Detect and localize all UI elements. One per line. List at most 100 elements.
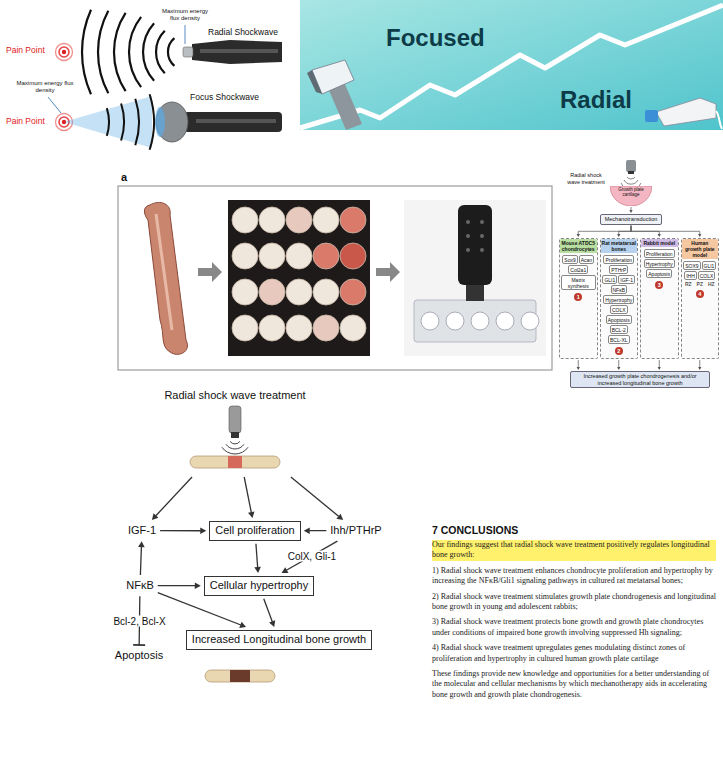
photo-panel — [118, 186, 552, 370]
node-text: Hypertrophy — [646, 261, 673, 267]
connector — [256, 544, 258, 568]
gene-box: SOX9 — [683, 261, 700, 270]
connector — [160, 530, 201, 531]
paragraph: These findings provide new knowledge and… — [432, 669, 716, 700]
node-text: Ihh/PTHrP — [330, 524, 381, 537]
connector — [578, 360, 579, 368]
section-heading: 7 CONCLUSIONS — [432, 524, 716, 536]
arrow-head — [282, 567, 289, 573]
arrow-head — [239, 622, 246, 628]
gene-box: BCL-XL — [608, 335, 630, 344]
pie-outline — [610, 186, 652, 206]
column-header: Mouse ATDC5 chondrocytes — [560, 239, 597, 253]
paragraph: 4) Radial shock wave treatment upregulat… — [432, 643, 716, 664]
connector — [264, 599, 273, 622]
signal-label: IGF-1 — [127, 523, 157, 538]
gene-box: Proliferation — [644, 249, 675, 258]
gene-box: IGF-1 — [618, 275, 635, 284]
callout-number: 4 — [696, 290, 704, 298]
node-text: NFκB — [613, 287, 626, 293]
connector — [631, 226, 659, 235]
model-column: Human growth plate modelSOX9GLI1IHHCOLXR… — [681, 238, 720, 359]
arrow-head — [200, 527, 206, 534]
connector — [659, 360, 660, 368]
gene-box: Acan — [579, 255, 594, 264]
node-text: Apoptosis — [648, 271, 670, 277]
gene-box: Apoptosis — [606, 315, 632, 324]
callout-text: Maximum energy flux density — [16, 80, 74, 94]
connector — [291, 477, 339, 517]
bone-icon — [190, 456, 280, 468]
node-text: IGF-1 — [128, 524, 156, 537]
connector — [244, 477, 251, 513]
gene-box: PTHrP — [609, 265, 628, 274]
signal-label: NFκB — [125, 578, 155, 593]
arrow-head — [577, 367, 580, 370]
treatment-heading: Radial shock wave treatment — [153, 388, 317, 474]
connector — [156, 477, 192, 516]
device-over-wellplate-photo — [404, 200, 546, 356]
connector — [618, 360, 619, 368]
arrow-head — [698, 234, 701, 237]
conclusions-text: 7 CONCLUSIONSOur findings suggest that r… — [432, 524, 716, 705]
zone-label: PZ — [695, 281, 705, 287]
panel-title: Radial — [560, 86, 632, 114]
connector — [309, 530, 326, 531]
connector — [158, 585, 196, 586]
node-text: SOX9 — [685, 263, 698, 269]
node-text: GLI1 — [704, 263, 715, 269]
device-label: Radial Shockwave — [208, 28, 278, 38]
bone-photo — [144, 202, 187, 354]
node-text: Col2a1 — [570, 267, 586, 273]
outcome-box: Increased growth plate chondrogenesis an… — [570, 371, 710, 388]
callout-number: 1 — [574, 293, 582, 301]
column-header: Rabbit model — [641, 239, 678, 247]
treatment-label: Radial shock wave treatment — [566, 171, 606, 186]
node-text: Matrix synthesis — [563, 277, 594, 289]
arrow-head — [658, 367, 661, 370]
callout-number: 3 — [655, 281, 663, 289]
inhibition-bar — [133, 644, 145, 646]
radial-waves — [82, 10, 174, 95]
treatment-device — [222, 406, 248, 454]
radial-device-photo — [645, 98, 722, 129]
node-text: Increased Longitudinal bone growth — [192, 633, 366, 647]
node-text: Radial shock wave treatment — [154, 389, 316, 402]
cartilage-discs-photo — [228, 200, 370, 356]
node-text: Mouse ATDC5 chondrocytes — [561, 240, 596, 252]
process-box: Cell proliferation — [209, 521, 300, 541]
zigzag-line — [300, 5, 723, 128]
node-text: Acan — [581, 257, 592, 263]
node-text: Proliferation — [646, 251, 673, 257]
focused-device — [307, 60, 362, 130]
node-text: Mechanotransduction — [603, 216, 659, 223]
arrow-head — [254, 567, 261, 573]
focus-device — [155, 102, 282, 142]
arrow-head — [248, 511, 254, 518]
gene-box: Matrix synthesis — [561, 275, 596, 290]
gene-box: GLI1 — [702, 261, 717, 270]
paragraph: 1) Radial shock wave treatment enhances … — [432, 566, 716, 587]
bone-icon — [205, 670, 275, 682]
pain-point-label: Pain Point — [6, 117, 45, 127]
zone-label: RZ — [683, 281, 694, 287]
node-text: NFκB — [126, 579, 154, 592]
node-text: COLX — [612, 307, 626, 313]
gene-box: Proliferation — [603, 255, 634, 264]
arrow-head — [577, 234, 580, 237]
node-text: Cellular hypertrophy — [210, 579, 308, 593]
gene-box: Hypertrophy — [644, 259, 675, 268]
connector — [631, 207, 632, 211]
node-text: PTHrP — [611, 267, 626, 273]
gene-box: NFκB — [611, 285, 628, 294]
growth-plate-pie: Growth plate cartilage — [610, 186, 652, 206]
gene-box: COLX — [698, 271, 716, 280]
leader-line — [48, 97, 61, 113]
zone-label: HZ — [706, 281, 717, 287]
device-label: Focus Shockwave — [190, 93, 259, 103]
node-text: BCL-2 — [612, 327, 626, 333]
gene-box: Hypertrophy — [603, 295, 634, 304]
column-header: Human growth plate model — [682, 239, 719, 259]
